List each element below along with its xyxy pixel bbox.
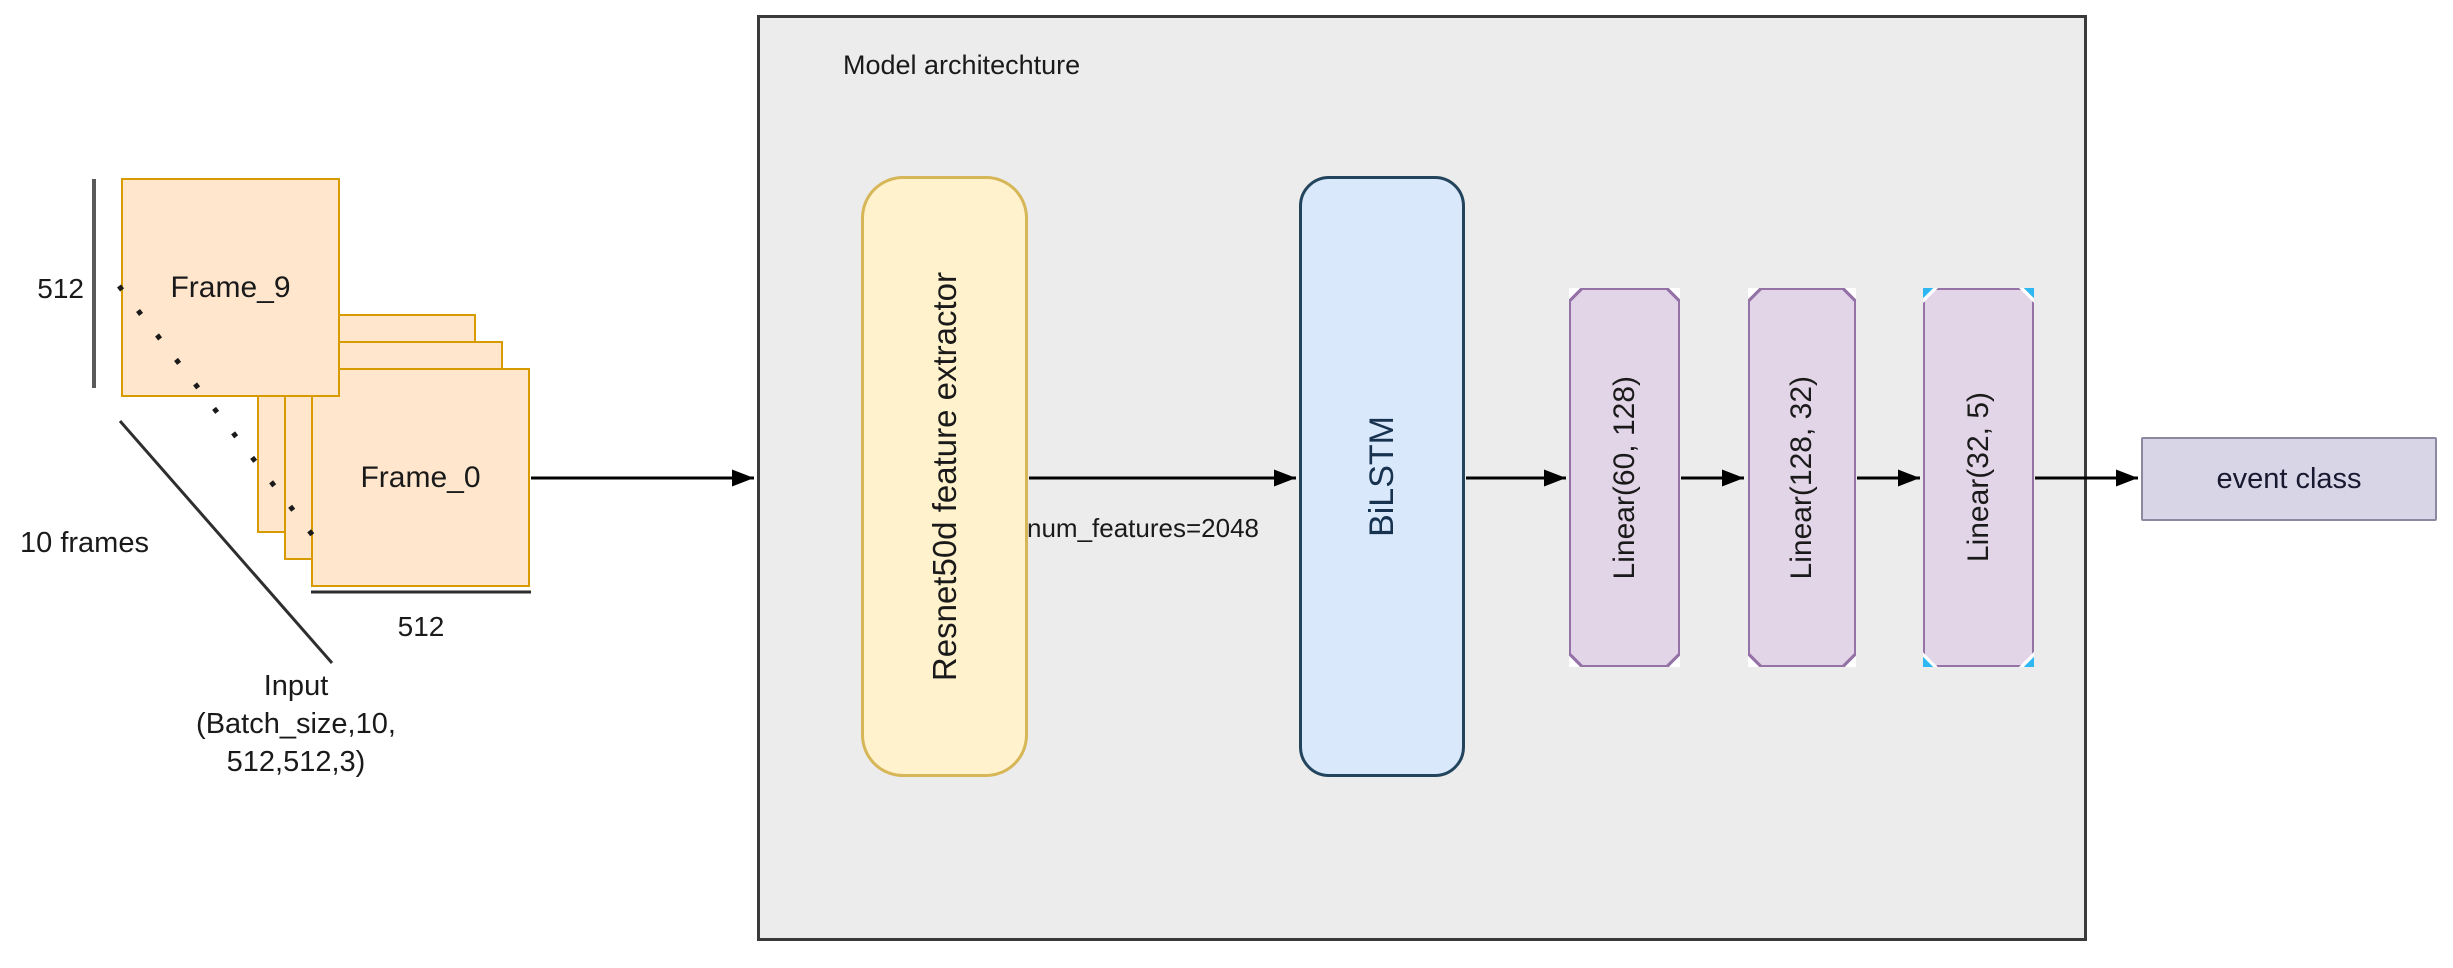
selection-corner-handle-icon [2019, 652, 2034, 667]
frame-9-label: Frame_9 [170, 270, 291, 304]
input-caption-line-3: 512,512,3) [226, 746, 366, 778]
resnet-feature-extractor-node[interactable]: Resnet50d feature extractor [861, 176, 1028, 777]
linear-60-128-node[interactable]: Linear(60, 128) [1569, 288, 1680, 667]
linear-128-32-label: Linear(128, 32) [1785, 375, 1818, 580]
corner-fold-icon [1665, 288, 1680, 303]
linear-60-128-label: Linear(60, 128) [1607, 375, 1641, 580]
frame-9-card[interactable]: Frame_9 [121, 178, 340, 397]
width-dimension-label: 512 [397, 611, 445, 642]
corner-fold-icon [1569, 288, 1584, 303]
frame-0-card[interactable]: Frame_0 [311, 368, 530, 587]
frame-0-label: Frame_0 [360, 460, 481, 494]
frames-count-label: 10 frames [20, 527, 149, 559]
linear-32-5-node[interactable]: Linear(32, 5) [1923, 288, 2034, 667]
height-dimension-label: 512 [37, 273, 84, 304]
bilstm-label: BiLSTM [1362, 416, 1401, 537]
event-class-node[interactable]: event class [2141, 437, 2437, 521]
corner-fold-icon [1665, 652, 1680, 667]
selection-corner-handle-icon [1923, 652, 1938, 667]
input-caption-line-2: (Batch_size,10, [196, 708, 396, 740]
corner-fold-icon [1841, 288, 1856, 303]
selection-corner-handle-icon [2019, 288, 2034, 303]
input-caption-line-1: Input [263, 670, 329, 702]
corner-fold-icon [1569, 652, 1584, 667]
num-features-edge-label: num_features=2048 [1027, 513, 1260, 543]
linear-32-5-label: Linear(32, 5) [1961, 392, 1995, 563]
corner-fold-icon [1748, 288, 1763, 303]
event-class-label: event class [2216, 462, 2362, 495]
model-architecture-title: Model architechture [843, 50, 1081, 80]
corner-fold-icon [1841, 652, 1856, 667]
corner-fold-icon [1748, 652, 1763, 667]
linear-128-32-node[interactable]: Linear(128, 32) [1748, 288, 1856, 667]
input-shape-caption: Input (Batch_size,10, 512,512,3) [140, 667, 452, 781]
resnet-feature-extractor-label: Resnet50d feature extractor [925, 271, 963, 682]
bilstm-node[interactable]: BiLSTM [1299, 176, 1465, 777]
selection-corner-handle-icon [1923, 288, 1938, 303]
